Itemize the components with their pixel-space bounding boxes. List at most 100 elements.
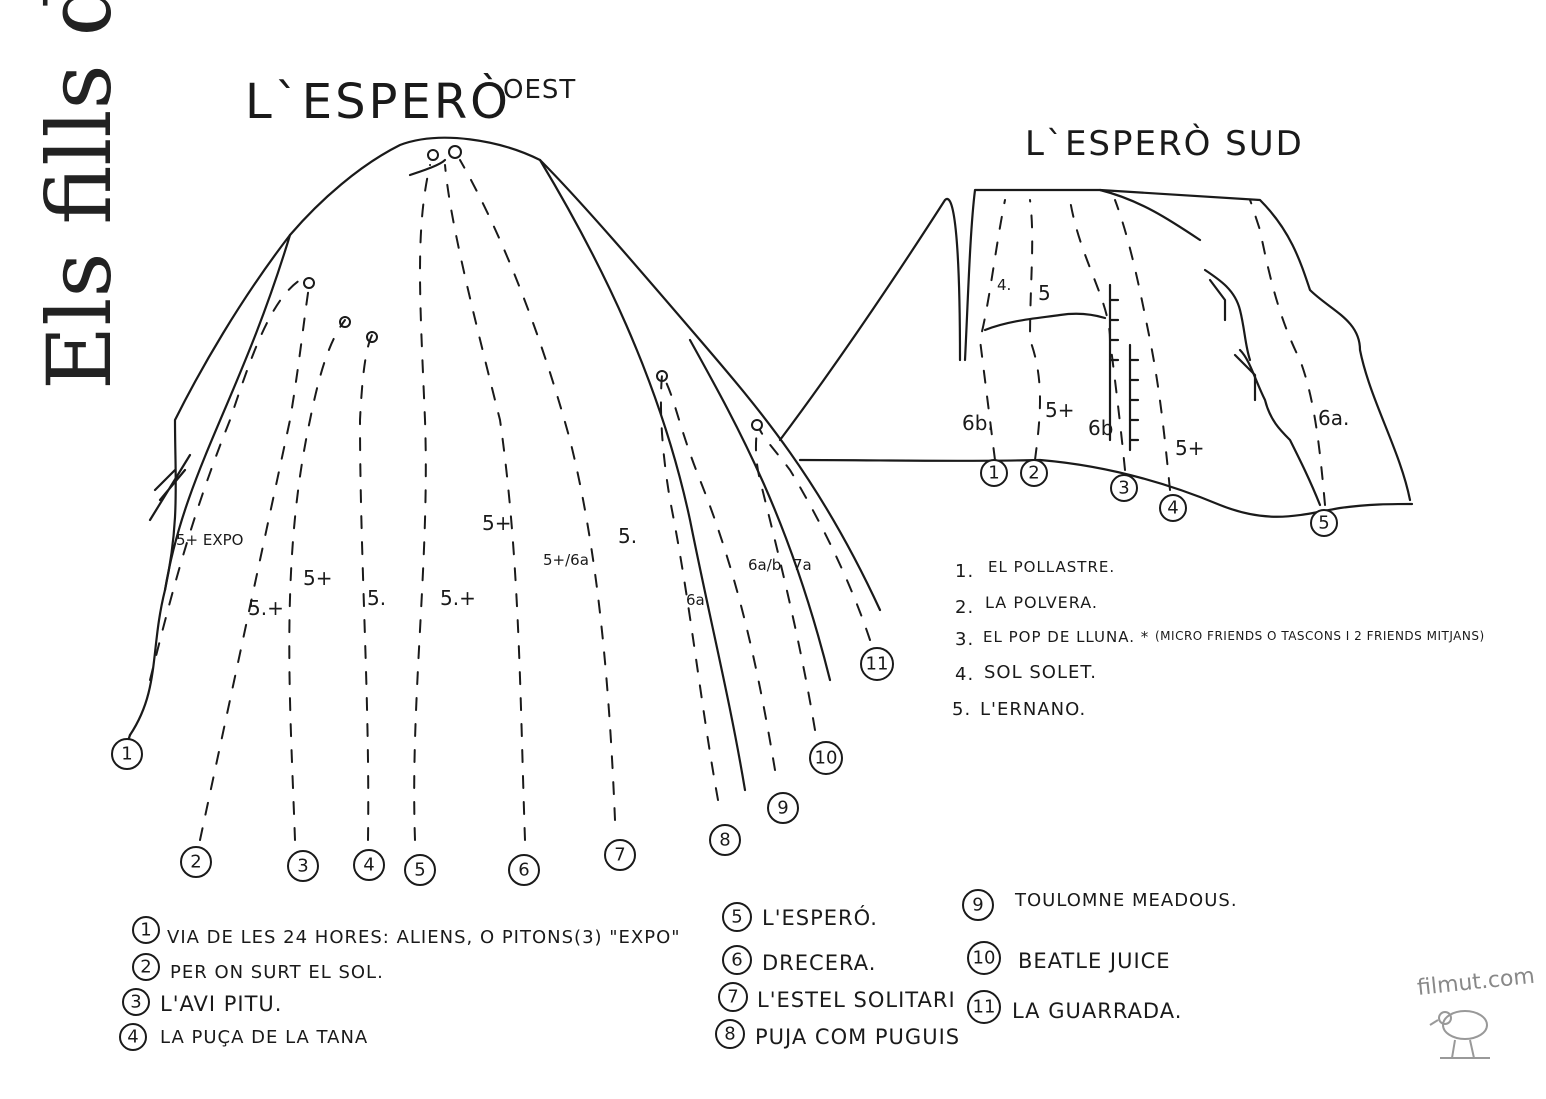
svg-text:3: 3 [297,856,308,877]
svg-text:5.: 5. [952,699,971,720]
grade-label: 6a [686,591,705,609]
west-route-numbers: 1 2 3 4 5 6 7 8 9 10 11 [111,647,894,886]
route-number-1: 1 [111,738,143,770]
south-route-numbers: 1 2 3 4 5 [980,459,1338,537]
legend-text: L'ESPERÓ. [762,905,878,930]
svg-text:10: 10 [973,948,996,969]
watermark-logo-icon [1429,1010,1490,1059]
svg-text:7: 7 [614,845,625,866]
legend-text: BEATLE JUICE [1018,949,1171,973]
grade-label: 5+ [1175,436,1204,460]
south-route-number-5: 5 [1310,509,1338,537]
legend-item-11: 11 LA GUARRADA. [967,990,1182,1024]
legend-text: PUJA COM PUGUIS [755,1025,960,1049]
svg-text:4: 4 [127,1027,138,1048]
south-bolt-ladder [1108,283,1140,452]
south-legend-item-2: 2. LA POLVERA. [955,593,1098,618]
south-face-outline [778,188,1414,518]
route-number-11: 11 [860,647,894,681]
grade-label: 7a [793,556,812,574]
grade-label: 5. [367,586,386,610]
legend-text: EL POP DE LLUNA. * [983,628,1149,646]
svg-text:2: 2 [140,957,151,978]
anchor-icon [448,145,462,159]
south-route-number-1: 1 [980,459,1008,487]
svg-text:8: 8 [719,830,730,851]
legend-item-7: 7 L'ESTEL SOLITARI [718,982,956,1012]
route-number-10: 10 [809,741,843,775]
legend-text: L'ERNANO. [980,699,1086,720]
anchor-icon [366,331,378,343]
legend-text: EL POLLASTRE. [988,558,1115,576]
svg-text:1: 1 [140,920,151,941]
svg-text:9: 9 [777,798,788,819]
grade-label: 5+/6a [543,551,589,569]
svg-text:4: 4 [363,855,374,876]
svg-text:11: 11 [866,654,889,675]
svg-text:1.: 1. [955,561,974,582]
svg-text:1: 1 [121,744,132,765]
west-anchors [303,145,763,431]
grade-label: 6b [1088,416,1113,440]
route-number-9: 9 [767,792,799,824]
route-number-7: 7 [604,839,636,871]
legend-item-3: 3 L'AVI PITU. [122,988,282,1016]
svg-text:5: 5 [731,907,742,928]
south-title: L`ESPERÒ SUD [1025,123,1304,164]
legend-item-10: 10 BEATLE JUICE [967,941,1171,975]
legend-text: LA GUARRADA. [1012,999,1182,1023]
legend-text: VIA DE LES 24 HORES: ALIENS, O PITONS(3)… [167,927,681,948]
legend-item-5: 5 L'ESPERÓ. [722,902,878,932]
legend-item-8: 8 PUJA COM PUGUIS [715,1019,960,1049]
grade-label: 4. [997,276,1011,294]
legend-item-9: 9 TOULOMNE MEADOUS. [962,889,1238,921]
brand-title: Els fills de Solius [28,0,131,390]
legend-note: (MICRO FRIENDS O TASCONS I 2 FRIENDS MIT… [1155,629,1485,643]
west-legend: 1 VIA DE LES 24 HORES: ALIENS, O PITONS(… [119,889,1238,1051]
legend-item-1: 1 VIA DE LES 24 HORES: ALIENS, O PITONS(… [132,916,681,948]
south-legend-item-5: 5. L'ERNANO. [952,699,1086,720]
svg-text:1: 1 [988,463,999,484]
grade-label: 6b. [962,411,994,435]
south-legend-item-3: 3. EL POP DE LLUNA. * (MICRO FRIENDS O T… [955,628,1485,650]
legend-text: LA POLVERA. [985,593,1098,612]
legend-item-2: 2 PER ON SURT EL SOL. [132,953,383,983]
south-grades: 4. 5 6b. 5+ 6b 5+ 6a. [962,276,1349,460]
west-routes [149,159,871,841]
legend-item-6: 6 DRECERA. [722,945,876,975]
legend-text: DRECERA. [762,951,876,975]
svg-text:10: 10 [815,748,838,769]
grade-label: 5+ [1045,398,1074,422]
legend-text: LA PUÇA DE LA TANA [160,1027,368,1048]
legend-text: SOL SOLET. [984,662,1097,683]
legend-text: TOULOMNE MEADOUS. [1014,890,1238,911]
watermark-text: filmut.com [1416,964,1536,1001]
south-legend-item-4: 4. SOL SOLET. [955,662,1097,685]
anchor-icon [751,419,763,431]
svg-text:2: 2 [1028,463,1039,484]
west-subtitle: OEST [503,75,576,105]
svg-text:7: 7 [727,987,738,1008]
svg-text:2: 2 [190,852,201,873]
svg-text:9: 9 [972,895,983,916]
west-grades: 5+ EXPO 5.+ 5+ 5. 5.+ 5+ 5+/6a 5. 6a 6a/… [176,511,812,620]
svg-text:4: 4 [1167,498,1178,519]
svg-text:4.: 4. [955,664,974,685]
route-number-4: 4 [353,849,385,881]
south-route-number-3: 3 [1110,474,1138,502]
route-number-2: 2 [180,846,212,878]
south-legend-item-1: 1. EL POLLASTRE. [955,558,1115,582]
grade-label: 5. [618,524,637,548]
anchor-icon [339,316,351,328]
grade-label: 5.+ [440,586,476,610]
grade-label: 5+ [482,511,511,535]
legend-text: L'AVI PITU. [160,992,282,1016]
south-route-number-2: 2 [1020,459,1048,487]
south-legend: 1. EL POLLASTRE. 2. LA POLVERA. 3. EL PO… [952,558,1485,720]
svg-text:6: 6 [518,860,529,881]
route-number-5: 5 [404,854,436,886]
svg-text:6: 6 [731,950,742,971]
grade-label: 6a/b [748,556,781,574]
legend-text: L'ESTEL SOLITARI [757,988,956,1012]
